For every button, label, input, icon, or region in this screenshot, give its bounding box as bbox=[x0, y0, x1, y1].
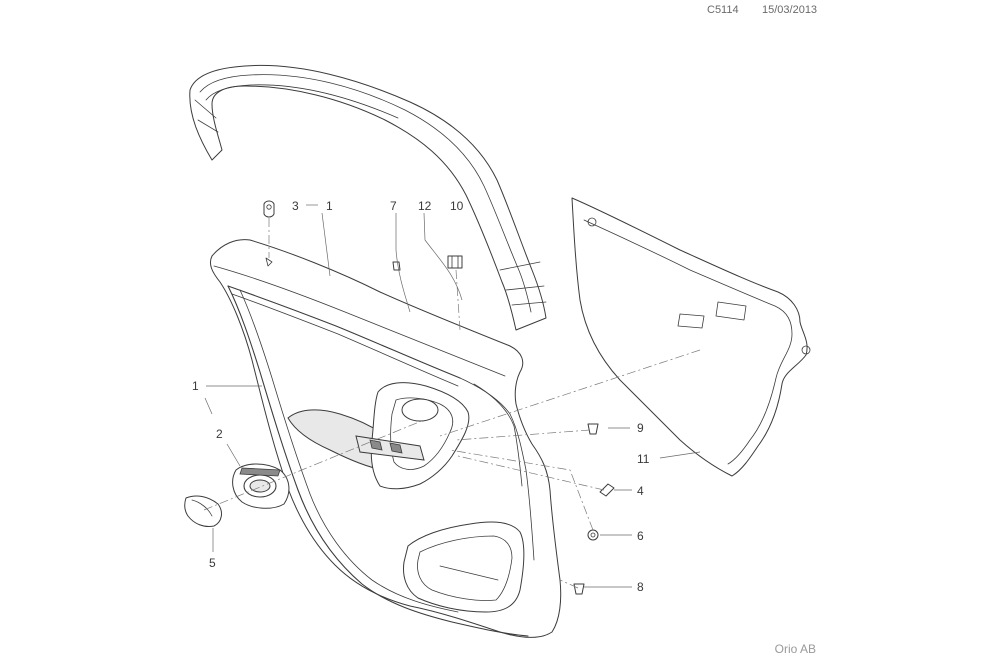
callout-1-top: 1 bbox=[326, 199, 333, 213]
callout-12: 12 bbox=[418, 199, 432, 213]
callouts: 3 1 7 12 10 1 2 5 9 4 6 8 11 bbox=[192, 199, 650, 594]
part-3-clip bbox=[263, 200, 275, 267]
callout-6: 7 bbox=[390, 199, 397, 213]
callout-7: 6 bbox=[637, 529, 644, 543]
callout-2: 2 bbox=[216, 427, 223, 441]
part-8-fastener bbox=[573, 583, 585, 595]
callout-9: 9 bbox=[637, 421, 644, 435]
part-4-clip bbox=[599, 483, 615, 497]
part-7-screw bbox=[587, 529, 599, 541]
part-12-window-seal bbox=[189, 64, 547, 331]
callout-3: 3 bbox=[292, 199, 299, 213]
callout-5: 5 bbox=[209, 556, 216, 570]
callout-1-left: 1 bbox=[192, 379, 199, 393]
callout-4: 4 bbox=[637, 484, 644, 498]
assembly-lines bbox=[203, 218, 701, 589]
part-10-retainer bbox=[447, 255, 463, 269]
part-1-door-trim-panel bbox=[209, 239, 562, 638]
part-9-fastener bbox=[587, 423, 599, 435]
diagram-date: 15/03/2013 bbox=[762, 4, 818, 16]
part-11-sound-barrier bbox=[571, 197, 811, 477]
part-5-cover bbox=[184, 495, 222, 527]
diagram-code: C5114 bbox=[707, 4, 739, 16]
part-2-speaker bbox=[232, 463, 290, 509]
callout-8: 8 bbox=[637, 580, 644, 594]
leader-lines bbox=[204, 204, 701, 588]
callout-10: 10 bbox=[450, 199, 464, 213]
credit-text: Orio AB bbox=[774, 642, 816, 656]
callout-11: 11 bbox=[637, 452, 650, 466]
